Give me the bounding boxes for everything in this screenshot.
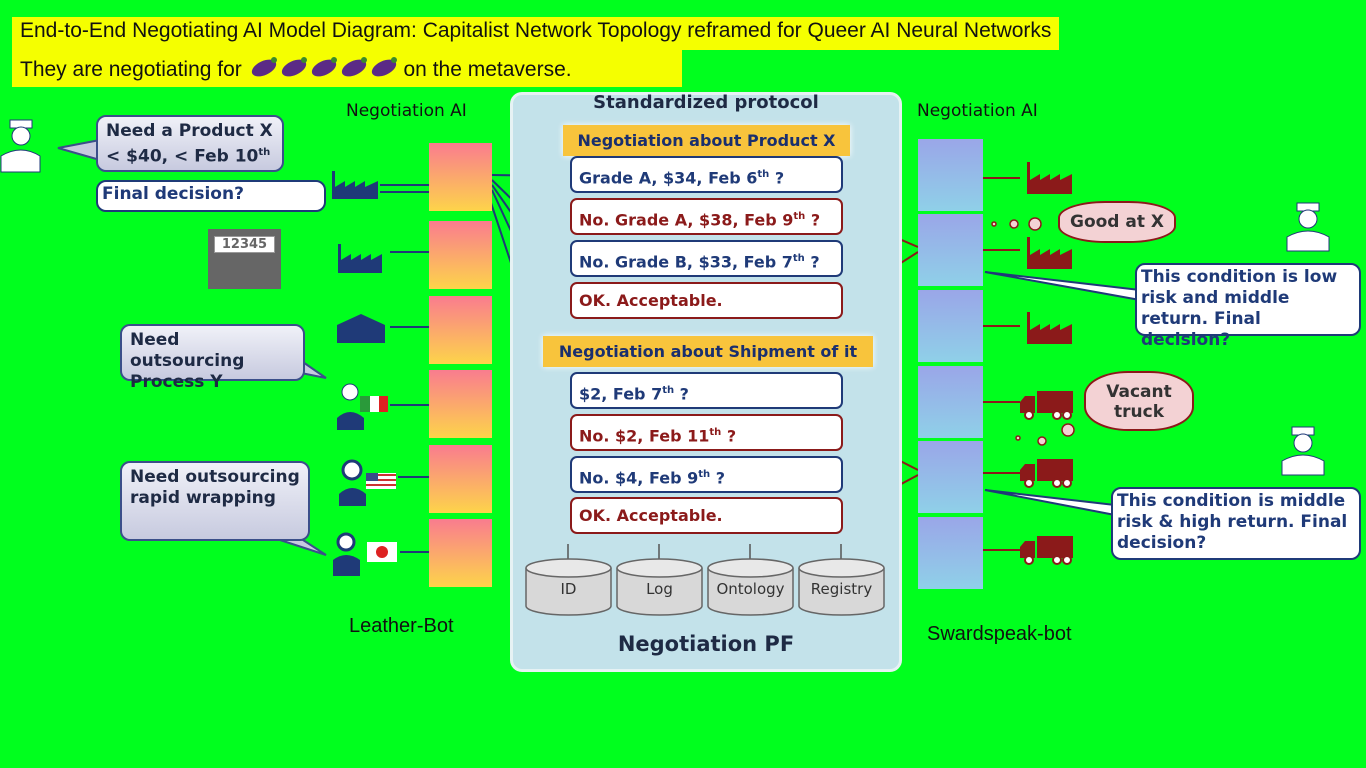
factory-icon (1027, 237, 1072, 269)
title-line-2: They are negotiating for on the metavers… (12, 50, 682, 87)
protocol-heading: Standardized protocol (593, 92, 819, 113)
swardspeak-bot-avatar[interactable] (918, 139, 983, 211)
title-prefix: They are negotiating for (20, 58, 242, 82)
message-8: OK. Acceptable. (570, 497, 843, 534)
message-2: No. Grade A, $38, Feb 9th ? (570, 198, 843, 235)
swardspeak-bot-avatar[interactable] (918, 214, 983, 286)
leather-bot-label: Leather-Bot (349, 615, 454, 637)
thought-vacant-truck: Vacant truck (1084, 371, 1194, 431)
message-7: No. $4, Feb 9th ? (570, 456, 843, 493)
businessman-japan-icon (333, 532, 397, 576)
database-id: ID (525, 558, 612, 616)
factory-icon (332, 171, 378, 199)
swardspeak-bot-avatar[interactable] (918, 290, 983, 362)
businesswoman-italy-icon (337, 383, 388, 430)
factory-icon (1027, 312, 1072, 344)
section-shipment: Negotiation about Shipment of it (543, 336, 873, 367)
database-log: Log (616, 558, 703, 616)
leather-bot-avatar[interactable] (429, 519, 492, 587)
counter-value: 12345 (214, 236, 275, 253)
leather-bot-avatar[interactable] (429, 370, 492, 438)
warehouse-icon (337, 314, 385, 343)
businesswoman-usa-icon (339, 459, 396, 506)
swardspeak-bot-avatar[interactable] (918, 366, 983, 438)
swardspeak-bot-avatar[interactable] (918, 517, 983, 589)
truck-icon (1020, 459, 1073, 488)
swardspeak-bot-avatar[interactable] (918, 441, 983, 513)
leather-bot-avatar[interactable] (429, 221, 492, 289)
database-ontology: Ontology (707, 558, 794, 616)
eggplant-icons (248, 52, 398, 89)
right-heading: Negotiation AI (917, 101, 1038, 121)
platform-label: Negotiation PF (617, 632, 795, 656)
section-product-x: Negotiation about Product X (563, 125, 850, 156)
counter-device-icon: 12345 (208, 229, 281, 289)
database-registry: Registry (798, 558, 885, 616)
message-4: OK. Acceptable. (570, 282, 843, 319)
title-line-1: End-to-End Negotiating AI Model Diagram:… (12, 17, 1060, 50)
title-suffix: on the metaverse. (403, 58, 572, 82)
worker-icon (1286, 202, 1330, 252)
low-risk-decision-bubble: This condition is low risk and middle re… (1135, 263, 1361, 350)
rapid-wrapping-bubble: Need outsourcing rapid wrapping (120, 461, 310, 541)
truck-icon (1020, 536, 1073, 565)
message-5: $2, Feb 7th ? (570, 372, 843, 409)
leather-bot-avatar[interactable] (429, 143, 492, 211)
process-y-bubble: Need outsourcing Process Y (120, 324, 305, 392)
truck-icon (1020, 391, 1073, 420)
leather-bot-avatar[interactable] (429, 445, 492, 513)
final-decision-bubble: Final decision? (96, 180, 326, 212)
leather-bot-avatar[interactable] (429, 296, 492, 364)
factory-icon (1027, 162, 1072, 194)
message-3: No. Grade B, $33, Feb 7th ? (570, 240, 843, 277)
thought-good-at-x: Good at X (1058, 201, 1176, 243)
middle-risk-decision-bubble: This condition is middle risk & high ret… (1111, 487, 1361, 560)
factory-icon (338, 244, 382, 273)
need-product-bubble: Need a Product X< $40, < Feb 10th (96, 115, 284, 172)
worker-icon (0, 119, 41, 173)
left-heading: Negotiation AI (346, 101, 467, 121)
worker-icon (1281, 426, 1325, 476)
swardspeak-bot-label: Swardspeak-bot (927, 623, 1072, 645)
message-6: No. $2, Feb 11th ? (570, 414, 843, 451)
message-1: Grade A, $34, Feb 6th ? (570, 156, 843, 193)
